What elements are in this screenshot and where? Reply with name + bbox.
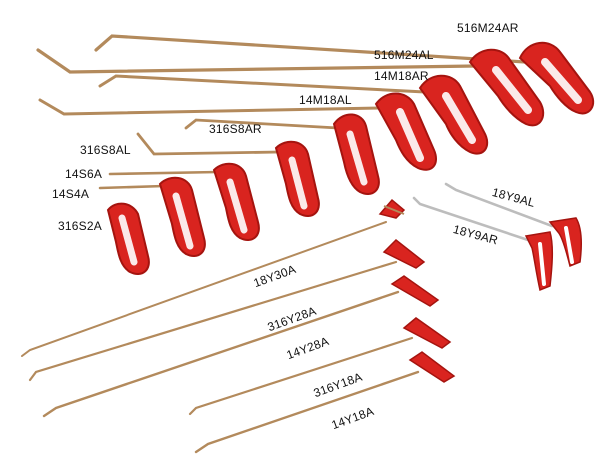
red-handle xyxy=(548,217,582,268)
rod xyxy=(188,336,414,416)
tool-316S8AL xyxy=(136,132,320,217)
red-tip xyxy=(390,275,440,307)
tool-14Y28A xyxy=(42,275,440,418)
label-516M24AR: 516M24AR xyxy=(457,21,519,35)
tool-316S2A xyxy=(106,202,150,275)
rod xyxy=(38,98,382,116)
rod xyxy=(28,260,398,382)
rod xyxy=(98,184,166,190)
label-316S8AR: 316S8AR xyxy=(209,122,262,136)
label-14S6A: 14S6A xyxy=(65,167,103,181)
rod xyxy=(36,48,477,74)
tool-316S8AR xyxy=(184,113,380,195)
tool-14S4A xyxy=(98,176,206,257)
rod xyxy=(108,170,220,176)
label-14S4A: 14S4A xyxy=(52,187,90,201)
tool-316Y28A xyxy=(28,238,426,382)
chrome-rod xyxy=(444,182,554,228)
chrome-rod xyxy=(412,196,530,242)
rod xyxy=(194,370,420,454)
label-14M18AR: 14M18AR xyxy=(374,69,429,83)
tool-14M18AR xyxy=(98,74,489,155)
rod xyxy=(136,132,282,156)
rod xyxy=(184,118,340,130)
label-316S2A: 316S2A xyxy=(58,219,102,233)
tool-516M24AL xyxy=(36,48,545,127)
label-14M18AL: 14M18AL xyxy=(299,93,352,107)
tool-316Y18A xyxy=(188,317,452,416)
rod xyxy=(98,74,427,94)
tool-14M18AL xyxy=(38,92,437,171)
tool-18Y9AL xyxy=(444,182,582,268)
tool-14Y18A xyxy=(194,351,456,454)
label-516M24AL: 516M24AL xyxy=(374,48,434,62)
red-tip xyxy=(402,317,452,349)
rod xyxy=(21,221,387,357)
tool-18Y9AR xyxy=(412,196,554,292)
red-tip xyxy=(382,238,426,269)
tool-18Y30A xyxy=(21,198,406,357)
red-handle xyxy=(524,231,554,292)
tool-516M24AR xyxy=(94,34,595,115)
rod xyxy=(42,290,400,418)
tool-14S6A xyxy=(108,162,260,241)
red-tip xyxy=(408,351,456,383)
rod xyxy=(94,34,527,64)
label-316S8AL: 316S8AL xyxy=(80,143,131,157)
